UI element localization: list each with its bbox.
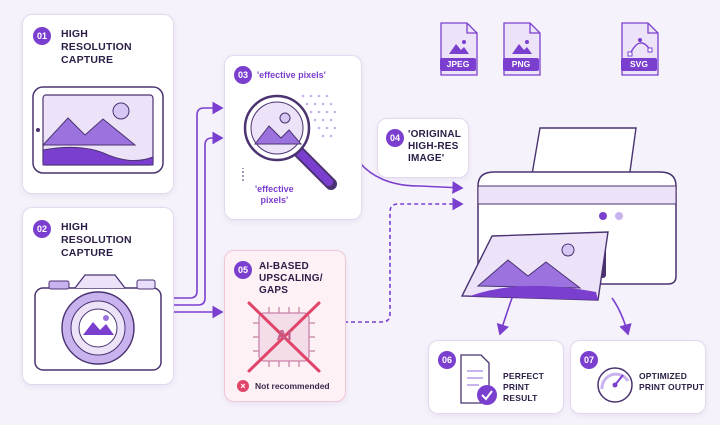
card-ai-upscaling: 05 AI-BASED UPSCALING/ GAPS AI × Not rec…	[224, 250, 346, 402]
tablet-icon	[32, 86, 164, 174]
card-title-07: OPTIMIZED PRINT OUTPUT	[639, 371, 705, 392]
file-format-label: PNG	[503, 58, 539, 71]
effective-pixels-label: 'effective pixels'	[257, 70, 326, 80]
arrow-ai-to-printer-dashed	[344, 197, 464, 323]
card-effective-pixels: 03 'effective pixels' 'effective pixels'	[224, 55, 362, 220]
effective-pixels-caption: 'effective pixels'	[255, 184, 294, 205]
file-format-label: SVG	[621, 58, 657, 71]
card-title-06: PERFECT PRINT RESULT	[503, 371, 545, 403]
arrow-camera-to-magnifier	[172, 101, 224, 299]
file-format-svg: SVG	[618, 22, 660, 76]
warning-x-icon: ×	[237, 380, 249, 392]
step-badge-03: 03	[234, 66, 252, 84]
step-badge-07: 07	[580, 351, 598, 369]
ai-chip-icon	[247, 301, 321, 373]
card-optimized-output: 07 OPTIMIZED PRINT OUTPUT	[570, 340, 706, 414]
step-badge-02: 02	[33, 220, 51, 238]
step-badge-04: 04	[386, 129, 404, 147]
arrow-magnifier-to-printer	[359, 162, 464, 194]
step-badge-05: 05	[234, 261, 252, 279]
arrow-printer-to-perfect	[496, 297, 513, 336]
card-title-02: HIGH RESOLUTION CAPTURE	[61, 221, 132, 259]
step-badge-06: 06	[438, 351, 456, 369]
gauge-icon	[597, 367, 633, 403]
camera-icon	[34, 274, 162, 371]
card-camera-capture: 02 HIGH RESOLUTION CAPTURE	[22, 207, 174, 385]
file-format-png: PNG	[500, 22, 542, 76]
card-original-image: 04 'ORIGINAL HIGH-RES IMAGE'	[377, 118, 469, 178]
arrow-camera-to-ai	[172, 131, 224, 306]
document-check-icon	[460, 354, 497, 405]
card-title-05: AI-BASED UPSCALING/ GAPS	[259, 261, 323, 296]
step-badge-01: 01	[33, 27, 51, 45]
card-title-01: HIGH RESOLUTION CAPTURE	[61, 28, 132, 66]
ai-chip-label: AI	[276, 327, 292, 344]
not-recommended-label: Not recommended	[255, 381, 330, 391]
arrow-printer-to-optimized	[611, 297, 632, 336]
card-title-04: 'ORIGINAL HIGH-RES IMAGE'	[408, 129, 462, 164]
file-format-label: JPEG	[440, 58, 476, 71]
card-tablet-capture: 01 HIGH RESOLUTION CAPTURE	[22, 14, 174, 194]
file-format-jpeg: JPEG	[437, 22, 479, 76]
card-perfect-print: 06 PERFECT PRINT RESULT	[428, 340, 564, 414]
magnifier-icon	[242, 94, 337, 190]
